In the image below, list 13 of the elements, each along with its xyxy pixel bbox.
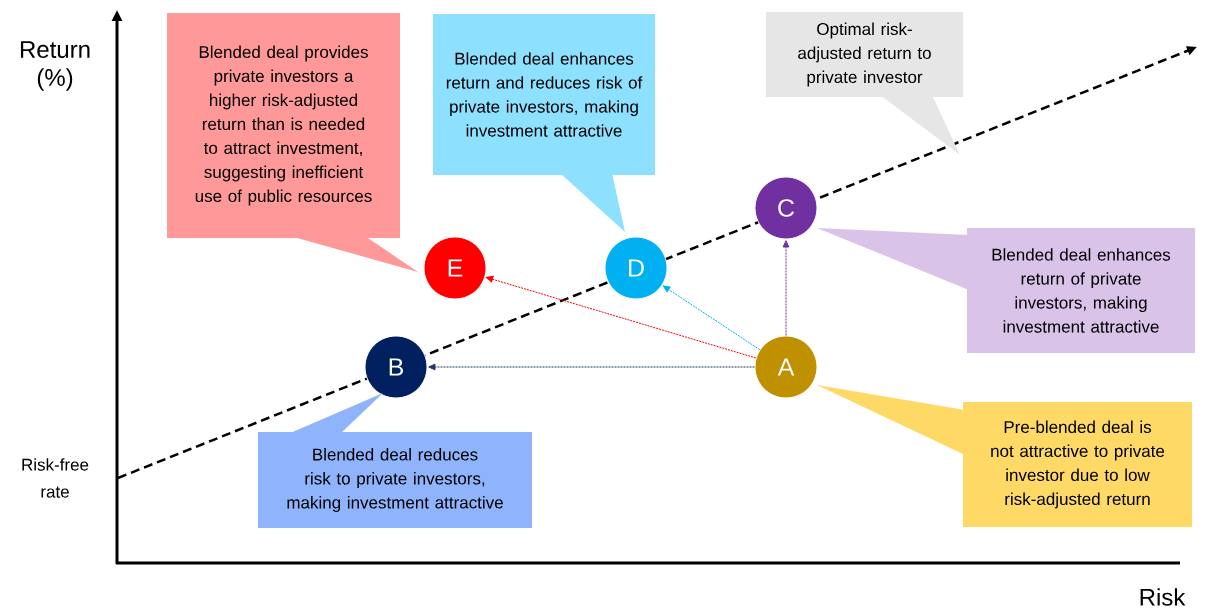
callout-box: Blended deal reduces risk to private investors, making investment attractive (258, 393, 532, 528)
arrow (782, 240, 790, 336)
axis-label: Return (%) (20, 41, 90, 91)
axis-label: Risk (1140, 588, 1186, 606)
arrow (428, 363, 755, 371)
callout-box: Blended deal enhances return and reduces risk of private investors, making investment attractive (433, 14, 655, 232)
arrow (662, 285, 761, 351)
arrow (485, 275, 757, 359)
callout-box: Pre-blended deal is not attractive to private investor due to low risk-adjusted return (817, 385, 1192, 527)
callout-box: Blended deal enhances return of private investors, making investment attractive (817, 228, 1195, 353)
axis-label: Risk-free rate (22, 458, 89, 498)
callout-box: Blended deal provides private investors a higher risk-adjusted return than is needed to attract investment, suggesting inefficient use of public resources (167, 13, 418, 272)
callout-box: Optimal risk-adjusted return to private investor (766, 12, 963, 155)
